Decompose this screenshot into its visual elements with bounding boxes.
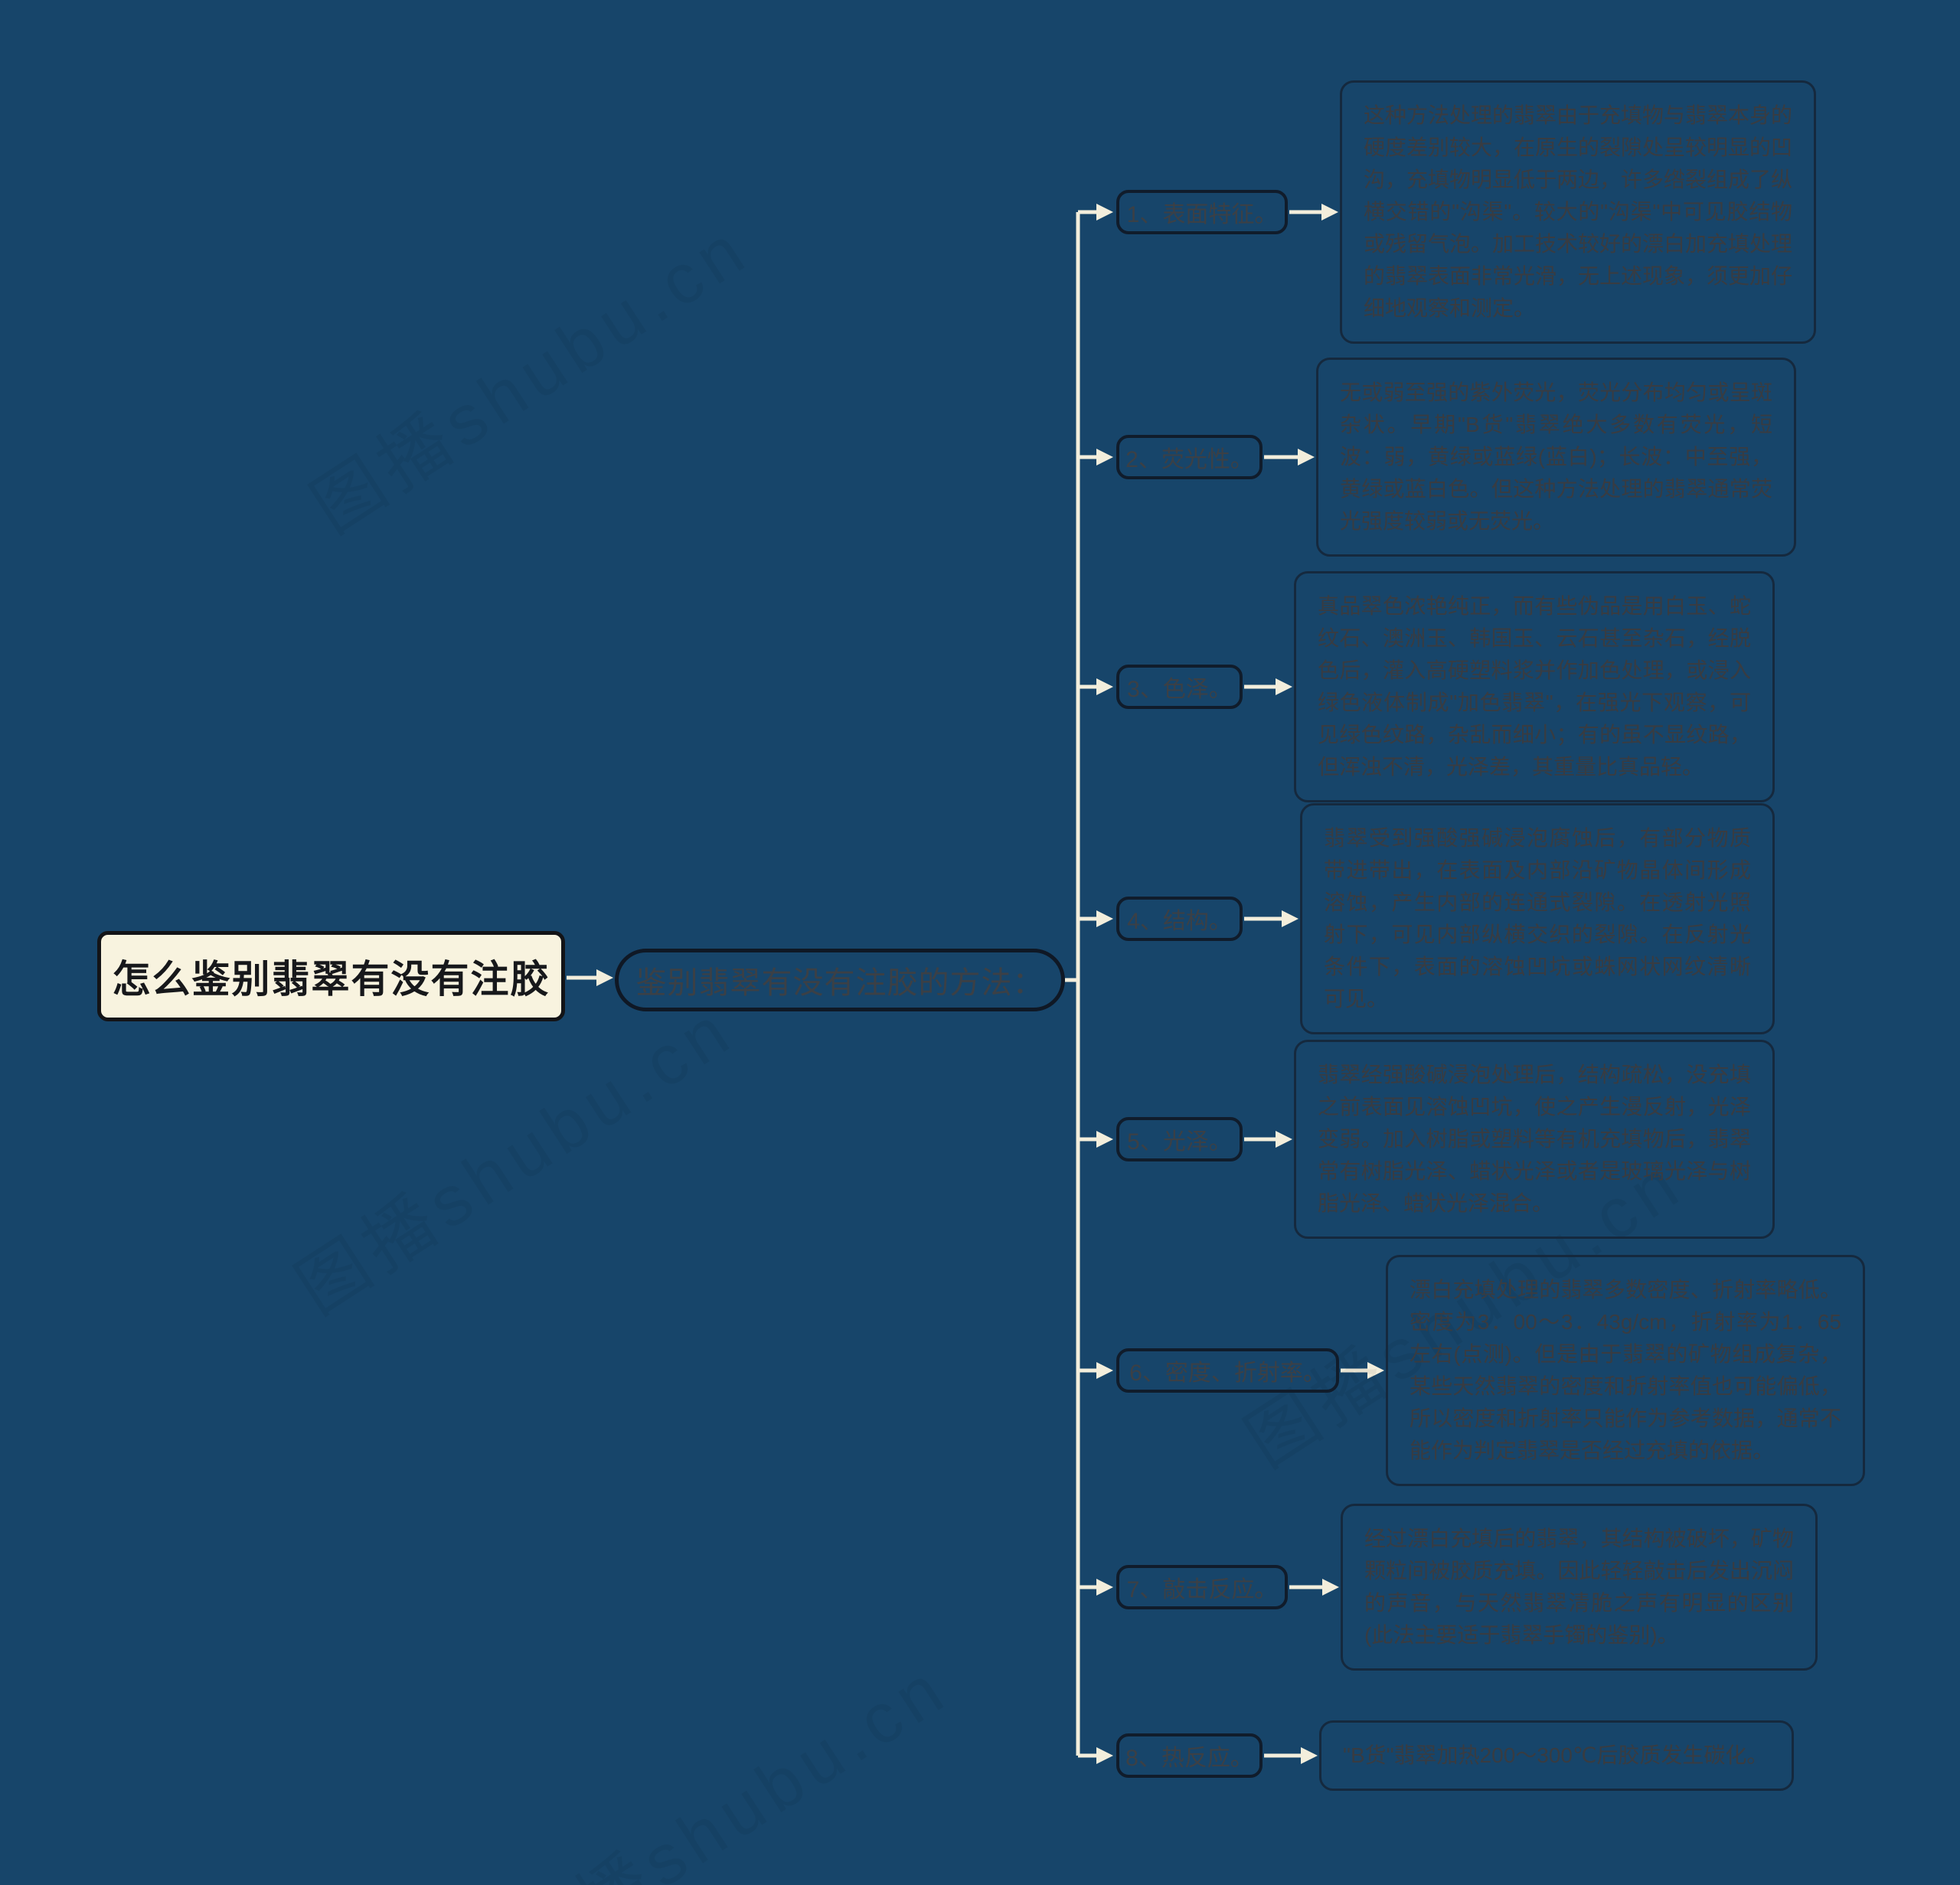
root-topic-node[interactable]: 怎么鉴别翡翠有没有注胶: [97, 931, 565, 1021]
branch-content-5[interactable]: 翡翠经强酸碱浸泡处理后，结构疏松，没充填之前表面见溶蚀凹坑，使之产生漫反射，光泽…: [1294, 1040, 1775, 1239]
branch-label-3-text: 3、色泽。: [1127, 677, 1232, 702]
branch-label-6[interactable]: 6、密度、折射率。: [1116, 1348, 1339, 1393]
branch-label-8[interactable]: 8、热反应。: [1116, 1733, 1263, 1778]
branch-label-4-text: 4、结构。: [1127, 909, 1232, 934]
branch-content-6-text: 漂白充填处理的翡翠多数密度、折射率略低。密度为3．00～3．43g/cm，折射率…: [1410, 1278, 1841, 1462]
branch-label-4[interactable]: 4、结构。: [1116, 897, 1243, 941]
branch-content-3[interactable]: 真品翠色浓艳纯正，而有些伪品是用白玉、蛇纹石、澳洲玉、韩国玉、云石甚至杂石，经脱…: [1294, 571, 1775, 802]
branch-label-5-text: 5、光泽。: [1127, 1129, 1232, 1155]
branch-content-7-text: 经过漂白充填后的翡翠，其结构被破坏，矿物颗粒间被胶质充填。因此轻轻敲击后发出沉闷…: [1364, 1527, 1794, 1647]
branch-content-6[interactable]: 漂白充填处理的翡翠多数密度、折射率略低。密度为3．00～3．43g/cm，折射率…: [1386, 1255, 1865, 1486]
branch-label-8-text: 8、热反应。: [1125, 1746, 1253, 1771]
branch-content-4-text: 翡翠受到强酸强碱浸泡腐蚀后，有部分物质带进带出，在表面及内部沿矿物晶体间形成溶蚀…: [1324, 826, 1751, 1011]
branch-content-7[interactable]: 经过漂白充填后的翡翠，其结构被破坏，矿物颗粒间被胶质充填。因此轻轻敲击后发出沉闷…: [1341, 1504, 1818, 1671]
branch-label-3[interactable]: 3、色泽。: [1116, 665, 1243, 709]
central-topic-label: 鉴别翡翠有没有注胶的方法：: [635, 966, 1044, 1000]
branch-label-5[interactable]: 5、光泽。: [1116, 1117, 1243, 1161]
branch-content-8-text: "B货"翡翠加热200～300℃后胶质发生碳化。: [1343, 1743, 1769, 1767]
branch-content-5-text: 翡翠经强酸碱浸泡处理后，结构疏松，没充填之前表面见溶蚀凹坑，使之产生漫反射，光泽…: [1318, 1063, 1751, 1215]
watermark: 图播shubu.cn: [283, 988, 748, 1329]
branch-label-1-text: 1、表面特征。: [1126, 202, 1278, 227]
branch-content-1-text: 这种方法处理的翡翠由于充填物与翡翠本身的硬度差别较大，在原生的裂隙处呈较明显的凹…: [1364, 103, 1793, 320]
branch-content-2-text: 无或弱至强的紫外荧光，荧光分布均匀或呈斑杂状。早期"B货"翡翠绝大多数有荧光，短…: [1340, 381, 1772, 533]
branch-label-7-text: 7、敲击反应。: [1126, 1577, 1278, 1602]
branch-label-7[interactable]: 7、敲击反应。: [1116, 1565, 1288, 1609]
watermark: 图播shubu.cn: [497, 1647, 962, 1885]
branch-content-3-text: 真品翠色浓艳纯正，而有些伪品是用白玉、蛇纹石、澳洲玉、韩国玉、云石甚至杂石，经脱…: [1318, 594, 1751, 779]
branch-content-2[interactable]: 无或弱至强的紫外荧光，荧光分布均匀或呈斑杂状。早期"B货"翡翠绝大多数有荧光，短…: [1316, 358, 1796, 557]
branch-content-1[interactable]: 这种方法处理的翡翠由于充填物与翡翠本身的硬度差别较大，在原生的裂隙处呈较明显的凹…: [1340, 80, 1816, 344]
branch-content-8[interactable]: "B货"翡翠加热200～300℃后胶质发生碳化。: [1319, 1720, 1794, 1791]
branch-label-6-text: 6、密度、折射率。: [1129, 1361, 1326, 1386]
branch-label-2-text: 2、荧光性。: [1125, 447, 1253, 472]
branch-label-2[interactable]: 2、荧光性。: [1116, 435, 1263, 479]
branch-content-4[interactable]: 翡翠受到强酸强碱浸泡腐蚀后，有部分物质带进带出，在表面及内部沿矿物晶体间形成溶蚀…: [1300, 803, 1775, 1034]
central-topic-node[interactable]: 鉴别翡翠有没有注胶的方法：: [615, 949, 1065, 1011]
watermark: 图播shubu.cn: [298, 207, 763, 548]
root-topic-label: 怎么鉴别翡翠有没有注胶: [112, 958, 550, 1001]
branch-label-1[interactable]: 1、表面特征。: [1116, 190, 1288, 234]
